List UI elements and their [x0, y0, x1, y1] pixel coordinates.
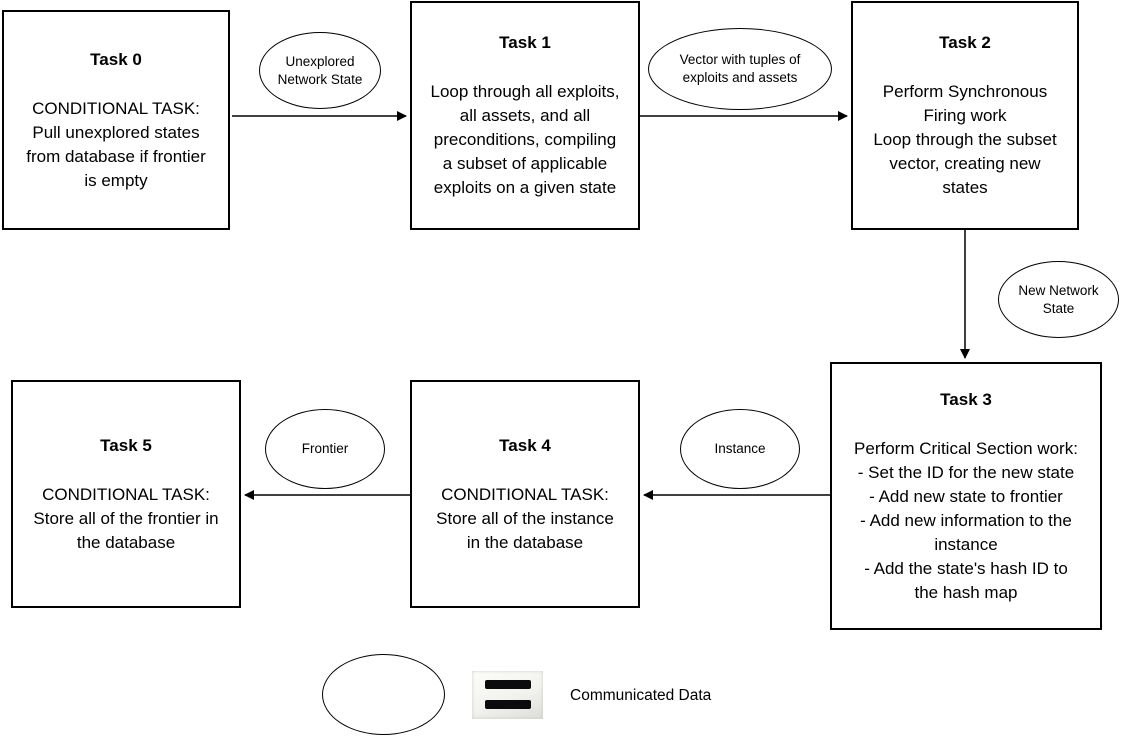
task-1-body: Loop through all exploits, all assets, a… [430, 82, 620, 197]
task-0-body: CONDITIONAL TASK: Pull unexplored states… [26, 98, 206, 190]
task-4-title: Task 4 [499, 435, 551, 455]
data-ellipse-instance: Instance [680, 409, 800, 489]
task-box-0: Task 0 CONDITIONAL TASK: Pull unexplored… [2, 10, 230, 230]
ellipse-label: New Network State [1018, 282, 1099, 316]
data-ellipse-new-network-state: New Network State [998, 261, 1119, 338]
task-box-5: Task 5 CONDITIONAL TASK: Store all of th… [11, 380, 241, 608]
data-ellipse-vector-tuples: Vector with tuples of exploits and asset… [648, 28, 832, 110]
data-ellipse-unexplored-network-state: Unexplored Network State [259, 32, 381, 109]
task-0-title: Task 0 [90, 49, 142, 69]
task-box-2: Task 2 Perform Synchronous Firing work L… [851, 1, 1079, 230]
task-3-body: Perform Critical Section work: - Set the… [854, 438, 1078, 602]
task-box-3: Task 3 Perform Critical Section work: - … [830, 362, 1102, 630]
equals-bar-top [485, 680, 531, 689]
task-2-body: Perform Synchronous Firing work Loop thr… [873, 82, 1057, 197]
data-ellipse-frontier: Frontier [265, 409, 385, 489]
ellipse-label: Vector with tuples of exploits and asset… [679, 52, 801, 85]
task-1-title: Task 1 [499, 33, 551, 52]
equals-icon [472, 671, 543, 719]
task-2-title: Task 2 [939, 33, 991, 52]
task-box-1: Task 1 Loop through all exploits, all as… [410, 1, 640, 230]
task-box-4: Task 4 CONDITIONAL TASK: Store all of th… [410, 380, 640, 608]
task-3-title: Task 3 [940, 389, 992, 409]
legend-ellipse-symbol [322, 654, 445, 735]
ellipse-label: Unexplored Network State [277, 53, 363, 87]
ellipse-label: Instance [714, 441, 766, 456]
legend-label: Communicated Data [570, 687, 712, 704]
ellipse-label: Frontier [301, 441, 349, 456]
task-5-title: Task 5 [100, 435, 152, 455]
task-4-body: CONDITIONAL TASK: Store all of the insta… [436, 484, 614, 552]
task-5-body: CONDITIONAL TASK: Store all of the front… [33, 484, 219, 552]
equals-bar-bottom [485, 700, 531, 709]
